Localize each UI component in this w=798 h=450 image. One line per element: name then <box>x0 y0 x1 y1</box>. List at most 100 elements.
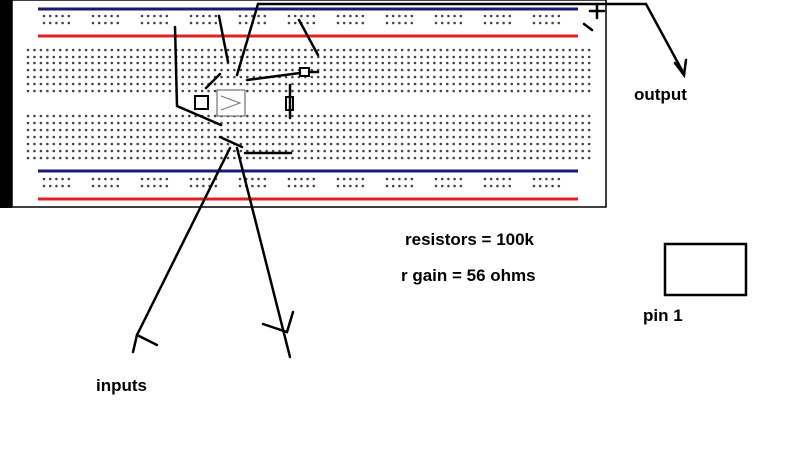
breadboard-hole <box>323 61 327 65</box>
breadboard-hole <box>252 61 256 65</box>
breadboard-hole <box>516 128 520 132</box>
breadboard-hole <box>252 156 256 160</box>
breadboard-hole <box>398 177 401 181</box>
breadboard-hole <box>445 61 449 65</box>
breadboard-hole <box>439 82 443 86</box>
breadboard-hole <box>452 156 456 160</box>
breadboard-hole <box>189 177 193 181</box>
breadboard-hole <box>549 55 552 59</box>
breadboard-hole <box>440 21 444 25</box>
breadboard-hole <box>200 82 204 86</box>
breadboard-hole <box>491 48 494 52</box>
breadboard-hole <box>162 121 165 125</box>
breadboard-hole <box>189 14 193 18</box>
breadboard-hole <box>491 156 494 160</box>
breadboard-hole <box>394 68 397 72</box>
breadboard-hole <box>33 55 36 59</box>
breadboard-hole <box>97 75 101 79</box>
breadboard-hole <box>136 82 139 86</box>
breadboard-hole <box>91 21 95 25</box>
breadboard-hole <box>329 89 333 93</box>
breadboard-hole <box>336 156 339 160</box>
breadboard-hole <box>504 128 507 132</box>
breadboard-hole <box>284 68 288 72</box>
breadboard-hole <box>529 75 533 79</box>
breadboard-hole <box>568 82 572 86</box>
breadboard-hole <box>551 21 554 25</box>
breadboard-hole <box>97 82 101 86</box>
breadboard-hole <box>504 75 507 79</box>
breadboard-hole <box>434 14 438 18</box>
breadboard-hole <box>504 61 507 65</box>
breadboard-hole <box>97 177 101 181</box>
breadboard-hole <box>284 135 288 139</box>
breadboard-hole <box>394 75 397 79</box>
breadboard-hole <box>71 156 75 160</box>
breadboard-hole <box>78 75 81 79</box>
breadboard-hole <box>478 55 481 59</box>
breadboard-hole <box>497 82 501 86</box>
breadboard-hole <box>97 89 101 93</box>
breadboard-hole <box>551 14 554 18</box>
breadboard-hole <box>39 156 43 160</box>
breadboard-hole <box>491 82 494 86</box>
breadboard-hole <box>284 75 288 79</box>
breadboard-hole <box>207 55 210 59</box>
wire-pin1-diag <box>204 72 222 90</box>
gain-resistor-label: r gain = 56 ohms <box>401 266 536 285</box>
breadboard-hole <box>484 121 488 125</box>
breadboard-hole <box>194 61 197 65</box>
breadboard-hole <box>304 135 307 139</box>
breadboard-hole <box>78 48 81 52</box>
breadboard-hole <box>78 55 81 59</box>
breadboard-hole <box>33 135 36 139</box>
breadboard-hole <box>265 55 268 59</box>
breadboard-hole <box>265 68 268 72</box>
breadboard-hole <box>58 128 62 132</box>
breadboard-hole <box>52 55 56 59</box>
breadboard-hole <box>91 55 94 59</box>
breadboard-hole <box>510 135 514 139</box>
breadboard-hole <box>194 68 197 72</box>
breadboard-hole <box>61 21 64 25</box>
breadboard-hole <box>91 135 94 139</box>
breadboard-hole <box>304 142 307 146</box>
breadboard-hole <box>496 14 499 18</box>
breadboard-hole <box>342 55 346 59</box>
breadboard-hole <box>568 135 572 139</box>
breadboard-hole <box>523 114 526 118</box>
breadboard-hole <box>291 149 294 153</box>
breadboard-hole <box>510 128 514 132</box>
breadboard-hole <box>439 142 443 146</box>
breadboard-hole <box>471 68 475 72</box>
breadboard-hole <box>323 75 327 79</box>
breadboard-hole <box>65 142 68 146</box>
breadboard-hole <box>142 68 146 72</box>
breadboard-hole <box>58 75 62 79</box>
breadboard-hole <box>78 68 81 72</box>
breadboard-hole <box>410 14 414 18</box>
breadboard-hole <box>175 149 178 153</box>
breadboard-hole <box>557 177 561 181</box>
breadboard-hole <box>220 61 223 65</box>
breadboard-hole <box>117 48 120 52</box>
breadboard-hole <box>316 149 320 153</box>
breadboard-hole <box>497 149 501 153</box>
breadboard-hole <box>284 55 288 59</box>
breadboard-hole <box>375 128 378 132</box>
breadboard-hole <box>568 55 572 59</box>
breadboard-hole <box>336 48 339 52</box>
breadboard-hole <box>536 128 539 132</box>
breadboard-hole <box>220 75 223 79</box>
breadboard-hole <box>484 61 488 65</box>
breadboard-hole <box>355 114 359 118</box>
breadboard-hole <box>278 114 281 118</box>
inputs-label: inputs <box>96 376 147 395</box>
breadboard-hole <box>420 82 423 86</box>
breadboard-hole <box>329 121 333 125</box>
breadboard-hole <box>452 61 456 65</box>
breadboard-hole <box>502 184 505 188</box>
breadboard-hole <box>142 121 146 125</box>
breadboard-hole <box>342 48 346 52</box>
breadboard-hole <box>252 142 256 146</box>
